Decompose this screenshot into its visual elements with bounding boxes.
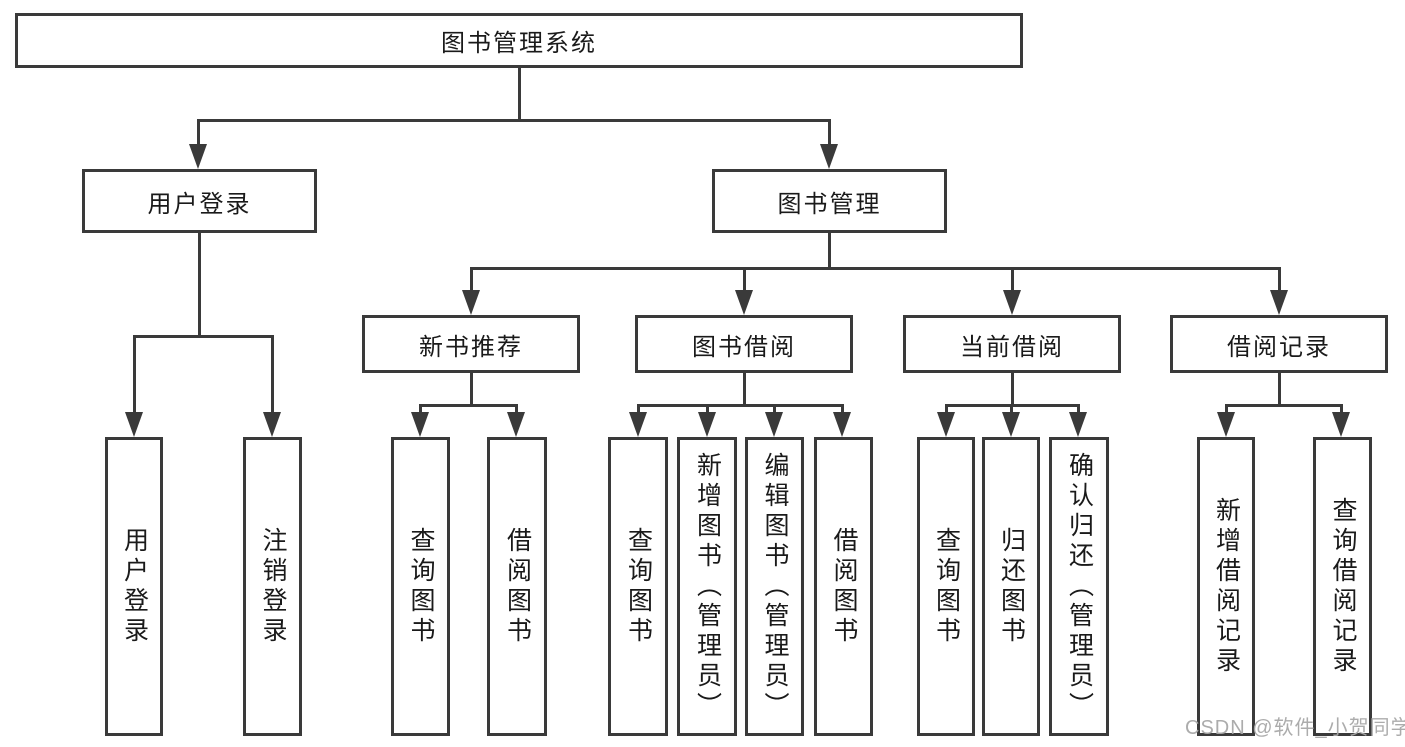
arrowhead-icon	[765, 412, 783, 437]
arrowhead-icon	[263, 412, 281, 437]
connector	[1010, 404, 1013, 415]
connector	[197, 119, 831, 122]
arrowhead-icon	[1003, 290, 1021, 315]
connector	[271, 335, 274, 415]
leaf-label: 归还图书	[997, 526, 1026, 647]
leaf-label: 查询图书	[624, 526, 653, 647]
connector	[1340, 404, 1343, 415]
leaf-label: 查询借阅记录	[1329, 496, 1357, 677]
arrowhead-icon	[735, 290, 753, 315]
arrowhead-icon	[125, 412, 143, 437]
arrowhead-icon	[937, 412, 955, 437]
leaf-query-books-2: 查询图书	[608, 437, 668, 736]
connector	[1278, 373, 1281, 407]
leaf-label: 新增借阅记录	[1212, 496, 1241, 677]
leaf-user-login: 用户登录	[105, 437, 163, 736]
connector	[841, 404, 844, 415]
connector	[773, 404, 776, 415]
leaf-logout: 注销登录	[243, 437, 302, 736]
connector	[197, 119, 200, 146]
node-root: 图书管理系统	[15, 13, 1023, 68]
connector	[1011, 267, 1014, 292]
connector	[1278, 267, 1281, 292]
leaf-confirm-return-admin: 确认归还（管理员）	[1049, 437, 1109, 736]
connector	[133, 335, 136, 415]
connector	[637, 404, 844, 407]
node-book-management: 图书管理	[712, 169, 947, 233]
node-book-borrowing: 图书借阅	[635, 315, 853, 373]
leaf-label: 注销登录	[259, 526, 287, 647]
connector	[637, 404, 640, 415]
connector	[198, 233, 201, 338]
watermark: CSDN @软件_小贺同学	[1185, 717, 1405, 739]
leaf-label: 用户登录	[120, 526, 149, 647]
leaf-borrow-books-2: 借阅图书	[814, 437, 873, 736]
arrowhead-icon	[1270, 290, 1288, 315]
leaf-label: 确认归还（管理员）	[1065, 451, 1094, 722]
leaf-label: 查询图书	[407, 526, 435, 647]
arrowhead-icon	[189, 144, 207, 169]
node-new-book-recommend: 新书推荐	[362, 315, 580, 373]
leaf-borrow-books-1: 借阅图书	[487, 437, 547, 736]
arrowhead-icon	[833, 412, 851, 437]
leaf-label: 借阅图书	[503, 526, 532, 647]
leaf-label: 编辑图书（管理员）	[761, 451, 789, 722]
connector	[1225, 404, 1343, 407]
leaf-add-borrow-record: 新增借阅记录	[1197, 437, 1255, 736]
connector	[828, 233, 831, 269]
arrowhead-icon	[462, 290, 480, 315]
arrowhead-icon	[411, 412, 429, 437]
connector	[743, 267, 746, 292]
arrowhead-icon	[1069, 412, 1087, 437]
connector	[706, 404, 709, 415]
arrowhead-icon	[698, 412, 716, 437]
arrowhead-icon	[820, 144, 838, 169]
connector	[419, 404, 422, 415]
connector	[1225, 404, 1228, 415]
connector	[133, 335, 274, 338]
node-user-login: 用户登录	[82, 169, 317, 233]
leaf-label: 新增图书（管理员）	[693, 451, 722, 722]
node-current-borrowing: 当前借阅	[903, 315, 1121, 373]
leaf-label: 查询图书	[932, 526, 961, 647]
connector	[518, 68, 521, 121]
leaf-query-borrow-record: 查询借阅记录	[1313, 437, 1372, 736]
arrowhead-icon	[1002, 412, 1020, 437]
leaf-label: 借阅图书	[830, 526, 858, 647]
leaf-return-books: 归还图书	[982, 437, 1040, 736]
node-borrowing-records: 借阅记录	[1170, 315, 1388, 373]
arrowhead-icon	[1217, 412, 1235, 437]
connector	[515, 404, 518, 415]
connector	[419, 404, 518, 407]
connector	[1011, 373, 1014, 407]
leaf-edit-books-admin: 编辑图书（管理员）	[745, 437, 804, 736]
leaf-add-books-admin: 新增图书（管理员）	[677, 437, 737, 736]
connector	[743, 373, 746, 407]
connector	[945, 404, 948, 415]
connector	[1077, 404, 1080, 415]
leaf-query-books-3: 查询图书	[917, 437, 975, 736]
arrowhead-icon	[507, 412, 525, 437]
connector	[470, 267, 473, 292]
arrowhead-icon	[629, 412, 647, 437]
leaf-query-books-1: 查询图书	[391, 437, 450, 736]
connector	[828, 119, 831, 146]
arrowhead-icon	[1332, 412, 1350, 437]
connector	[470, 373, 473, 407]
connector	[470, 267, 1280, 270]
